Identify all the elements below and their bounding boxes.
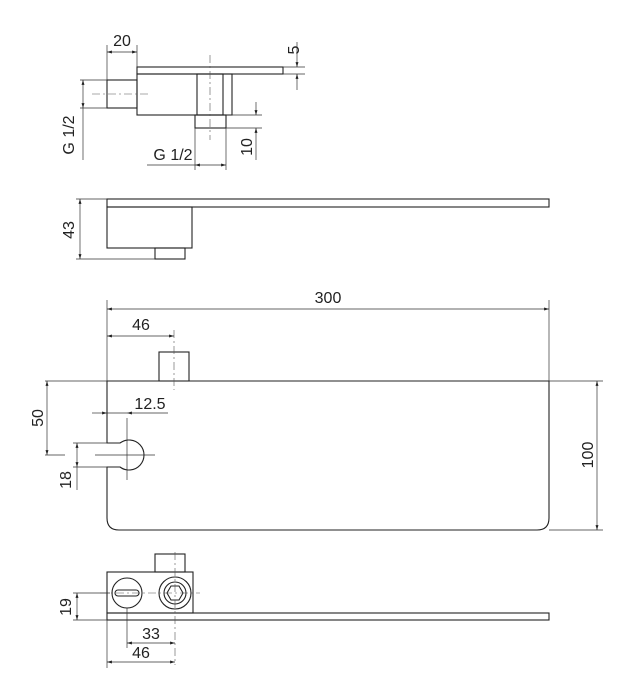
dim-g12-side: G 1/2 [61, 115, 78, 154]
side-view: 43 [61, 198, 550, 260]
dim-g12-bottom: G 1/2 [153, 147, 192, 164]
dim-43: 43 [61, 221, 78, 239]
dim-5: 5 [286, 45, 303, 54]
dim-12-5: 12.5 [134, 396, 165, 413]
dim-50: 50 [30, 409, 47, 427]
dim-46-end: 46 [132, 645, 150, 662]
end-view: 19 33 46 [58, 552, 550, 668]
dim-100: 100 [580, 442, 597, 469]
dim-19: 19 [58, 598, 75, 616]
dim-46-plan: 46 [132, 317, 150, 334]
dim-18: 18 [58, 471, 75, 489]
dim-300: 300 [315, 290, 342, 307]
top-view: 20 5 G 1/2 G 1/2 10 [61, 33, 305, 170]
dim-10: 10 [239, 138, 256, 156]
dim-20: 20 [113, 33, 131, 50]
plan-view: 100 300 46 12.5 50 18 [30, 290, 603, 531]
dim-33: 33 [142, 626, 160, 643]
